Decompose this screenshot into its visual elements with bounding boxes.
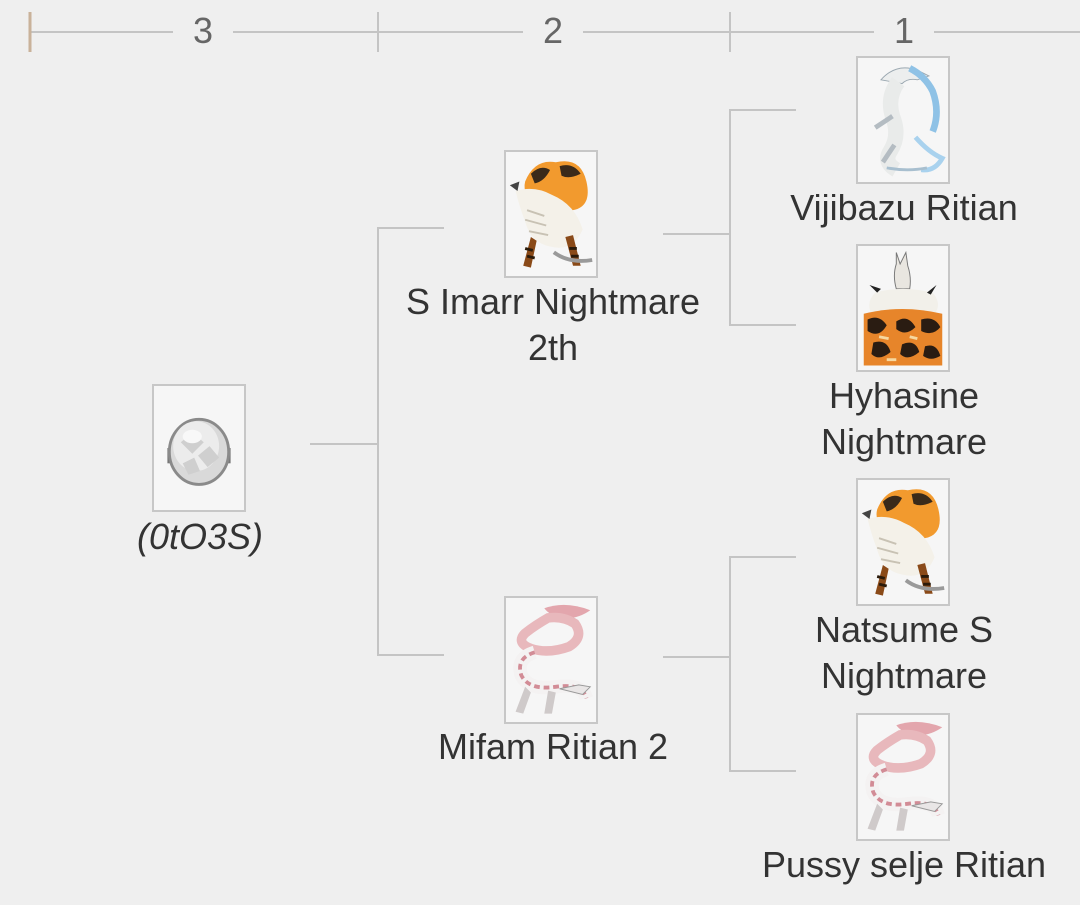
dam-sire-name-line2: Nightmare <box>820 655 988 696</box>
sire-dam-name[interactable]: Hyhasine Nightmare <box>744 373 1064 465</box>
generation-number-2: 2 <box>523 8 583 54</box>
sire-name[interactable]: S Imarr Nightmare 2th <box>393 279 713 371</box>
pink-white-serpent-dragon-icon <box>513 604 593 714</box>
generation-number-1: 1 <box>874 8 934 54</box>
egg-icon <box>167 417 231 486</box>
parents-bracket <box>377 227 444 656</box>
dam-sire-name[interactable]: Natsume S Nightmare <box>744 607 1064 699</box>
egg-thumbnail[interactable] <box>152 384 246 512</box>
sire-dam-name-line2: Nightmare <box>820 421 988 462</box>
egg-name[interactable]: (0tO3S) <box>136 516 264 557</box>
sire-thumbnail[interactable] <box>504 150 598 278</box>
sire-dam-thumbnail[interactable] <box>856 244 950 372</box>
dam-thumbnail[interactable] <box>504 596 598 724</box>
dam-dam-thumbnail[interactable] <box>856 713 950 841</box>
pink-white-serpent-dragon-icon <box>865 721 945 831</box>
sire-sire-thumbnail[interactable] <box>856 56 950 184</box>
sire-dam-name-line1: Hyhasine <box>828 375 980 416</box>
dam-sire-name-line1: Natsume S <box>814 609 994 650</box>
sire-parents-bracket <box>729 109 796 326</box>
sire-name-line1: S Imarr Nightmare <box>405 281 701 322</box>
dam-name[interactable]: Mifam Ritian 2 <box>437 726 669 767</box>
generation-number-3: 3 <box>173 8 233 54</box>
dam-dam-name[interactable]: Pussy selje Ritian <box>761 844 1047 885</box>
white-orange-dragon-icon <box>509 161 593 268</box>
dam-sire-thumbnail[interactable] <box>856 478 950 606</box>
sire-sire-name[interactable]: Vijibazu Ritian <box>790 187 1018 228</box>
white-orange-dragon-icon <box>861 489 945 596</box>
sire-name-line2: 2th <box>527 327 579 368</box>
white-black-orange-dragon-icon <box>863 250 943 366</box>
dam-parents-bracket <box>729 556 796 772</box>
white-blue-dragon-icon <box>873 65 946 177</box>
